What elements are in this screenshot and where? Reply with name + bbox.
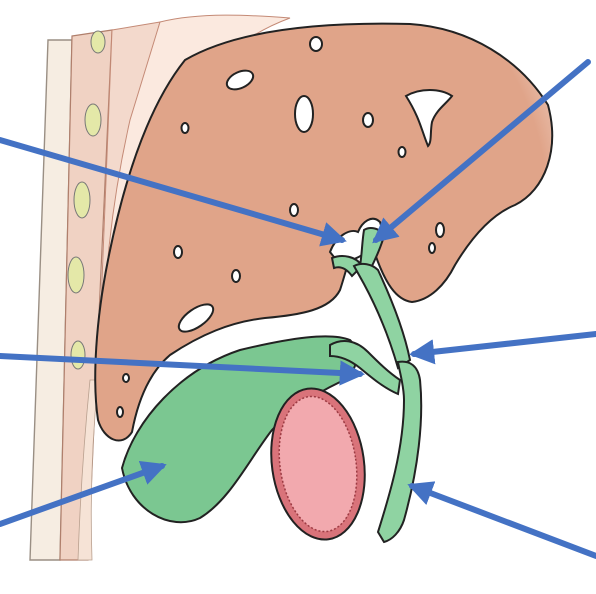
fat-lobule xyxy=(84,103,102,137)
liver-vessel xyxy=(397,146,407,158)
liver-vessel xyxy=(116,406,124,418)
fat-lobule xyxy=(67,256,85,294)
body-wall xyxy=(29,14,291,561)
liver-vessel xyxy=(309,36,323,52)
liver-vessel xyxy=(404,89,454,148)
fat-lobule xyxy=(73,181,91,219)
liver-vessel xyxy=(289,203,299,217)
liver-vessel xyxy=(231,269,241,283)
liver-vessel xyxy=(122,373,130,383)
pointer-arrow-common-hepatic-duct xyxy=(408,331,596,365)
fat-lobule xyxy=(70,340,86,370)
duodenum xyxy=(270,387,366,541)
liver-vessel xyxy=(173,245,183,259)
pointer-arrow-gallbladder xyxy=(0,460,167,527)
pointer-arrows xyxy=(0,59,596,559)
liver-vessel xyxy=(435,222,445,238)
pointer-arrow-hepatic-duct-right xyxy=(372,59,591,244)
liver-vessel xyxy=(180,122,190,134)
pointer-arrow-common-bile-duct xyxy=(407,481,596,559)
liver-vessel xyxy=(428,242,436,254)
liver-vessel xyxy=(362,112,374,128)
liver-vessel xyxy=(225,69,255,91)
liver-vessel xyxy=(177,303,215,333)
pointer-arrow-hepatic-duct-left xyxy=(0,137,347,247)
liver-vessel xyxy=(294,95,314,133)
pointer-arrow-cystic-duct xyxy=(0,353,366,386)
fat-lobule xyxy=(90,30,106,54)
